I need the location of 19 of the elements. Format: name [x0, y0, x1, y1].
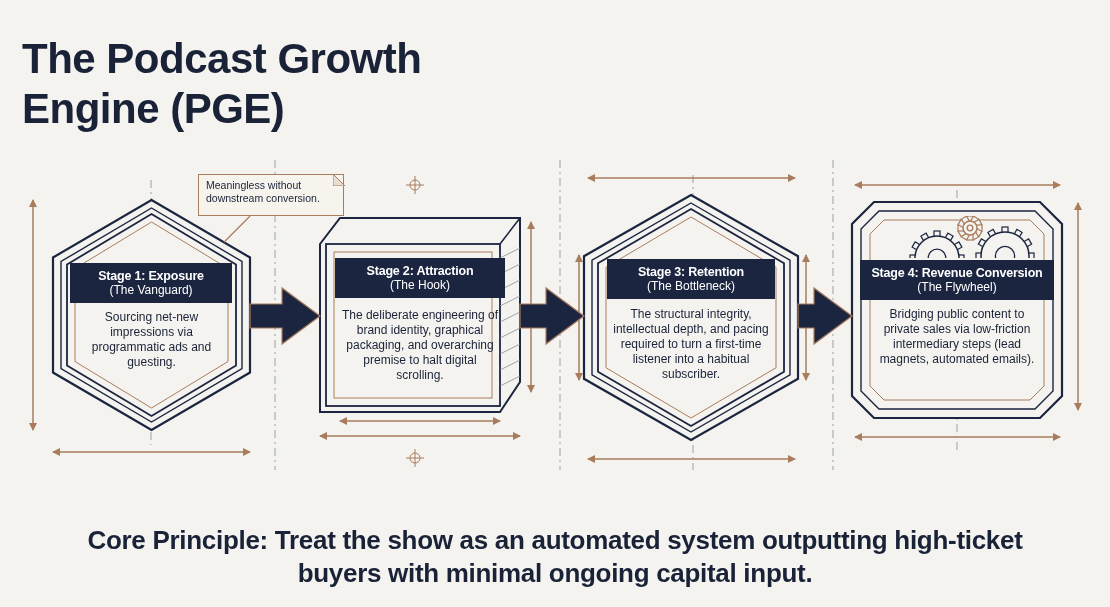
stage-subtitle: (The Vanguard) — [109, 283, 193, 297]
note-card: Meaningless without downstream conversion. — [198, 174, 344, 216]
stage-description: The structural integrity, intellectual depth, and pacing required to turn a first-time listener into a habitual subscriber. — [612, 307, 770, 382]
stage-description: Bridging public content to private sales via low-friction intermediary steps (lead magnets, automated emails). — [878, 307, 1036, 367]
stage-heading: Stage 1: Exposure — [98, 269, 204, 283]
stage-subtitle: (The Hook) — [390, 278, 450, 292]
stage-description: The deliberate engineering of brand identity, graphical packaging, and overarching premise to halt digital scrolling. — [340, 308, 500, 383]
diagram-title: The Podcast Growth Engine (PGE) — [22, 34, 423, 134]
stage-description: Sourcing net-new impressions via programmatic ads and guesting. — [90, 310, 213, 370]
stage-heading: Stage 2: Attraction — [366, 264, 474, 278]
flow-arrow — [249, 286, 321, 346]
stage-heading: Stage 4: Revenue Conversion — [871, 266, 1043, 280]
stage-subtitle: (The Bottleneck) — [646, 279, 735, 293]
flow-arrow — [519, 286, 585, 346]
stage-heading: Stage 3: Retention — [637, 265, 745, 279]
stage-subtitle: (The Flywheel) — [917, 280, 997, 294]
leader-line — [223, 215, 251, 243]
caption: Core Principle: Treat the show as an automated system outputting high-ticket buyers with minimal ongoing capital input. — [86, 524, 1024, 590]
flow-arrow — [797, 286, 853, 346]
